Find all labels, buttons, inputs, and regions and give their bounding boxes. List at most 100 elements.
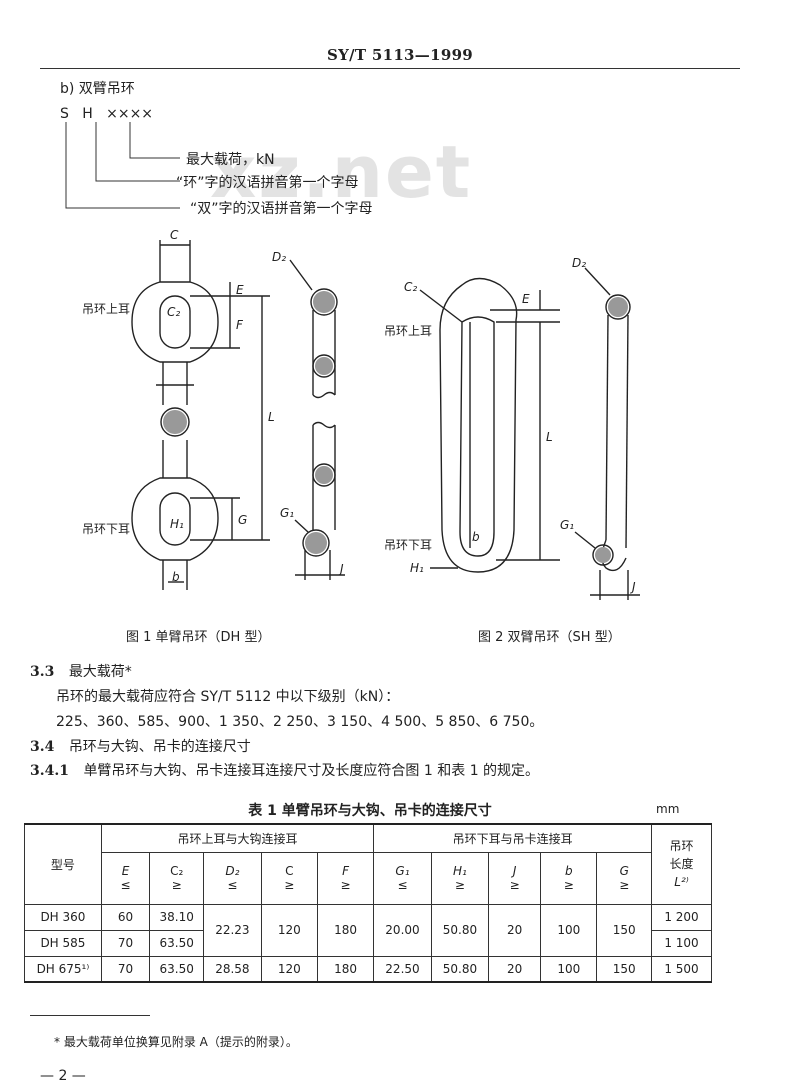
col-op: ≥	[619, 878, 630, 892]
section-3-4-heading: 3.4 吊环与大钩、吊卡的连接尺寸	[30, 737, 251, 757]
code-leader-lines	[65, 122, 180, 209]
header-length-line1: 吊环	[669, 839, 694, 854]
col-name: G	[619, 864, 629, 878]
cell-c-shared: 120	[260, 903, 318, 957]
header-length-line3: L²⁾	[674, 875, 689, 890]
col-name: E	[121, 864, 130, 878]
section-3-4-number: 3.4	[30, 739, 55, 755]
col-op: ≤	[397, 878, 408, 892]
fig2-label-g1: G₁	[560, 518, 575, 532]
cell-model: DH 585	[24, 929, 102, 957]
cell-h1-shared: 50.80	[430, 903, 490, 957]
fig2-label-b: b	[472, 530, 480, 544]
cell-model: DH 360	[24, 903, 102, 931]
fig1-label-c2: C₂	[167, 305, 181, 319]
fig1-label-d2: D₂	[272, 250, 287, 264]
fig1-label-g1: G₁	[280, 506, 295, 520]
header-group-lower: 吊环下耳与吊卡连接耳	[373, 823, 652, 853]
section-3-4-title: 吊环与大钩、吊卡的连接尺寸	[68, 739, 251, 755]
cell-d2: 28.58	[203, 955, 262, 983]
cell-j-shared: 20	[488, 903, 542, 957]
page-header: SY/T 5113—1999	[326, 46, 474, 64]
section-3-3-number: 3.3	[30, 664, 55, 680]
fig1-label-g: G	[238, 513, 248, 527]
header-group-upper: 吊环上耳与大钩连接耳	[100, 823, 375, 853]
col-op: ≤	[120, 878, 131, 892]
cell-f: 180	[316, 955, 375, 983]
table-1-title: 表 1 单臂吊环与大钩、吊卡的连接尺寸	[248, 803, 492, 819]
cell-g: 150	[596, 955, 652, 983]
fig1-label-b: b	[172, 570, 180, 584]
header-col-c: C≥	[260, 851, 318, 905]
fig2-label-l: L	[546, 430, 553, 444]
header-col-g: G≥	[596, 851, 652, 905]
page-number: — 2 —	[40, 1068, 86, 1084]
footnote: * 最大载荷单位换算见附录 A（提示的附录）。	[54, 1035, 298, 1049]
cell-length: 1 200	[650, 903, 713, 931]
fig1-label-h1: H₁	[170, 517, 184, 531]
cell-e: 70	[100, 955, 151, 983]
cell-b-shared: 100	[540, 903, 598, 957]
table-row: DH 360 60 38.10 22.23 120 180 20.00 50.8…	[24, 903, 713, 957]
header-model: 型号	[24, 823, 102, 905]
header-length-line2: 长度	[669, 857, 694, 872]
fig2-label-c2: C₂	[404, 280, 418, 294]
header-col-j: J≥	[488, 851, 542, 905]
col-name: D₂	[225, 864, 240, 878]
cell-e: 60	[100, 903, 151, 931]
fig1-label-j: J	[340, 562, 344, 576]
cell-g-shared: 150	[596, 903, 652, 957]
section-3-4-1: 3.4.1 单臂吊环与大钩、吊卡连接耳连接尺寸及长度应符合图 1 和表 1 的规…	[30, 761, 539, 781]
section-3-3-line2: 225、360、585、900、1 350、2 250、3 150、4 500、…	[56, 714, 544, 730]
fig1-label-f: F	[236, 318, 243, 332]
cell-g1: 22.50	[373, 955, 432, 983]
table-1-unit: mm	[656, 802, 680, 816]
figure-1-drawing	[131, 240, 345, 590]
legend-huan: “环”字的汉语拼音第一个字母	[176, 175, 359, 191]
cell-d2-shared: 22.23	[203, 903, 262, 957]
col-name: C	[285, 864, 294, 878]
legend-shuang: “双”字的汉语拼音第一个字母	[190, 201, 373, 217]
cell-c: 120	[260, 955, 318, 983]
table-1: 型号 吊环上耳与大钩连接耳 吊环下耳与吊卡连接耳 吊环 长度 L²⁾ E≤ C₂…	[24, 823, 713, 983]
cell-c2: 63.50	[149, 929, 205, 957]
figure-2-caption: 图 2 双臂吊环（SH 型）	[478, 630, 621, 645]
header-col-e: E≤	[100, 851, 151, 905]
col-op: ≥	[171, 878, 182, 892]
fig2-label-h1: H₁	[410, 561, 424, 575]
fig1-label-e: E	[236, 283, 244, 297]
cell-h1: 50.80	[430, 955, 490, 983]
col-name: H₁	[453, 864, 467, 878]
watermark: xz.net	[210, 130, 473, 214]
cell-c2: 63.50	[149, 955, 205, 983]
header-rule	[40, 68, 740, 69]
section-3-4-1-text: 单臂吊环与大钩、吊卡连接耳连接尺寸及长度应符合图 1 和表 1 的规定。	[83, 763, 540, 779]
col-op: ≥	[563, 878, 574, 892]
col-name: C₂	[170, 864, 184, 878]
cell-g1-shared: 20.00	[373, 903, 432, 957]
section-b-code: S H ××××	[60, 106, 154, 122]
fig1-label-c: C	[170, 228, 179, 242]
header-col-f: F≥	[316, 851, 375, 905]
cell-c2: 38.10	[149, 903, 205, 931]
fig2-label-d2: D₂	[572, 256, 587, 270]
header-col-c2: C₂≥	[149, 851, 205, 905]
section-3-3-title: 最大载荷*	[68, 664, 132, 680]
footnote-rule	[30, 1015, 150, 1016]
col-op: ≥	[340, 878, 351, 892]
header-col-g1: G₁≤	[373, 851, 432, 905]
cell-b: 100	[540, 955, 598, 983]
col-name: G₁	[395, 864, 410, 878]
header-col-h1: H₁≥	[430, 851, 490, 905]
col-op: ≥	[454, 878, 465, 892]
cell-model: DH 675¹⁾	[24, 955, 102, 983]
header-col-d2: D₂≤	[203, 851, 262, 905]
section-b-title: b) 双臂吊环	[60, 81, 135, 97]
col-name: F	[342, 864, 350, 878]
col-op: ≤	[227, 878, 238, 892]
col-op: ≥	[284, 878, 295, 892]
section-3-3-heading: 3.3 最大载荷*	[30, 662, 132, 682]
cell-j: 20	[488, 955, 542, 983]
cell-f-shared: 180	[316, 903, 375, 957]
fig2-label-lower-ear: 吊环下耳	[384, 538, 433, 552]
